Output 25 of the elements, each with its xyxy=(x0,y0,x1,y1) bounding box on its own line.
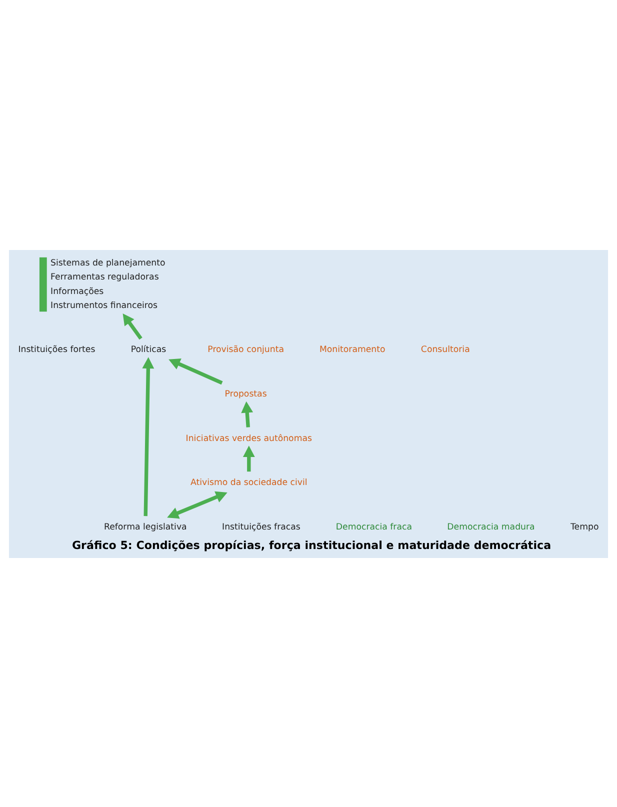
node-label: Informações xyxy=(50,286,104,296)
node-label: Instrumentos financeiros xyxy=(50,300,158,311)
arrow xyxy=(167,490,228,518)
arrow xyxy=(142,356,154,516)
node-box xyxy=(39,256,47,312)
node-text: Propostas xyxy=(224,388,267,399)
label: Provisão conjunta xyxy=(208,344,284,355)
label: Consultoria xyxy=(420,344,470,355)
arrow xyxy=(241,400,254,427)
label: Democracia madura xyxy=(447,522,535,532)
node-text: Políticas xyxy=(130,344,166,355)
label: Tempo xyxy=(570,522,599,532)
node-label: Ferramentas reguladoras xyxy=(50,272,159,282)
node-text: Reforma legislativa xyxy=(104,522,187,532)
node-text: Ativismo da sociedade civil xyxy=(190,478,308,488)
arrow xyxy=(122,313,142,340)
arrow xyxy=(242,445,255,472)
label: Monitoramento xyxy=(319,344,386,355)
label: Democracia fraca xyxy=(336,522,412,532)
node-label: Sistemas de planejamento xyxy=(50,258,166,268)
caption: Gráfico 5: Condições propícias, força institucional e maturidade democrática xyxy=(72,538,552,552)
label: Instituições fortes xyxy=(18,344,96,355)
node-text: Iniciativas verdes autônomas xyxy=(186,433,312,444)
arrow xyxy=(168,358,223,384)
label: Instituições fracas xyxy=(222,522,300,532)
